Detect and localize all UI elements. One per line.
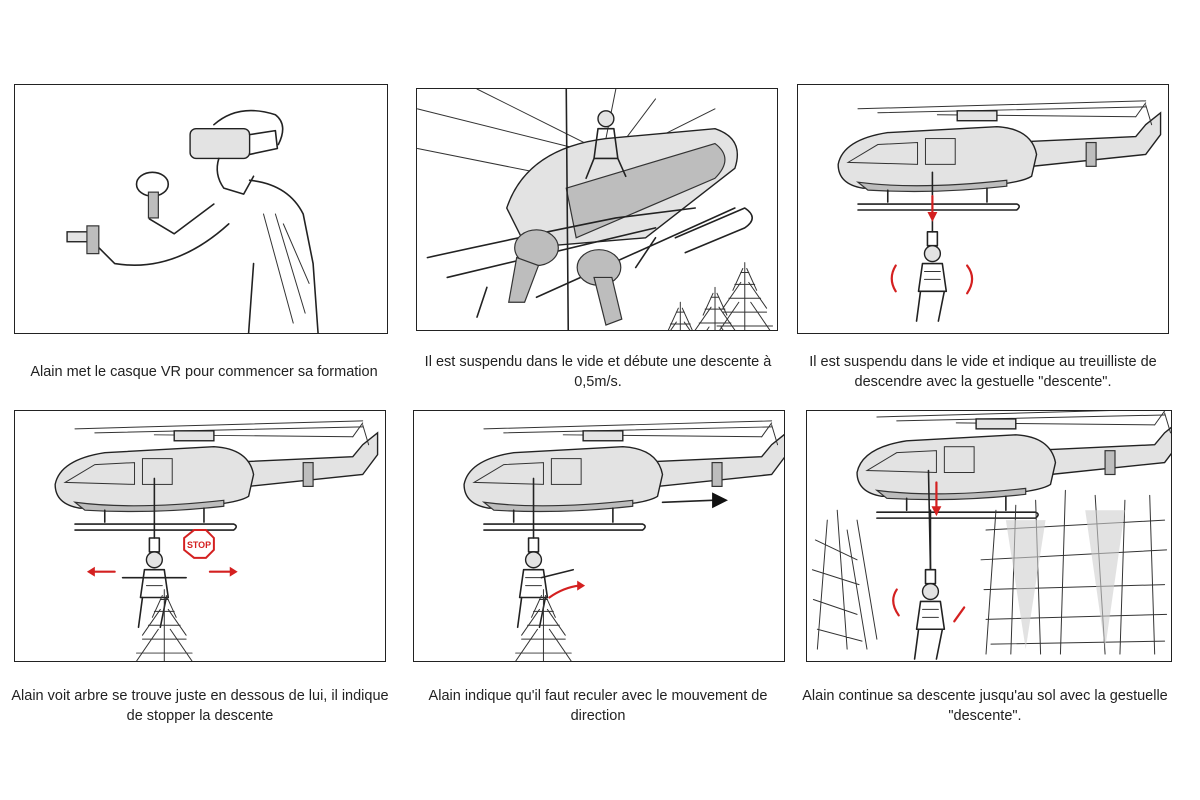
helicopter-icon <box>54 420 379 531</box>
panel-6-caption: Alain continue sa descente jusqu'au sol … <box>802 688 1168 724</box>
stop-gesture-scene: STOP <box>54 420 379 661</box>
arrow-icon-left <box>890 264 897 293</box>
panel-4-caption: Alain voit arbre se trouve juste en dess… <box>11 688 389 724</box>
storyboard-panel-4: STOP <box>14 410 386 662</box>
arrow-icon-right <box>966 264 974 295</box>
panel-5-caption: Alain indique qu'il faut reculer avec le… <box>428 688 768 724</box>
descent-gesture-scene <box>837 100 1162 322</box>
vr-headset-icon <box>189 109 284 160</box>
stop-sign-icon: STOP <box>183 529 215 559</box>
arrow-icon <box>548 584 581 599</box>
tree-icon <box>509 589 578 661</box>
vr-controller-icon-2 <box>66 225 100 255</box>
storyboard-panel-1 <box>14 84 388 334</box>
helicopter-icon <box>856 411 1171 519</box>
storyboard-panel-5 <box>413 410 785 662</box>
direction-arrow-icon <box>661 499 713 504</box>
helicopter-icon <box>463 420 784 531</box>
panel-2-caption: Il est suspendu dans le vide et débute u… <box>424 354 772 390</box>
helicopter-icon <box>426 127 753 318</box>
person-icon <box>585 110 627 180</box>
tree-icon-3 <box>646 301 715 330</box>
panel-3-caption: Il est suspendu dans le vide et indique … <box>809 354 1157 390</box>
reverse-gesture-scene <box>463 420 784 661</box>
final-descent-scene <box>811 411 1171 660</box>
vr-controller-icon <box>508 229 559 303</box>
storyboard-panel-3 <box>797 84 1169 334</box>
panel-1-caption: Alain met le casque VR pour commencer sa… <box>30 364 378 380</box>
tree-icon <box>710 262 777 330</box>
tree-icon <box>130 589 199 661</box>
storyboard-panel-6 <box>806 410 1172 662</box>
tree-icon-2 <box>680 286 750 330</box>
storyboard-panel-2 <box>416 88 778 331</box>
forest-right <box>980 489 1168 655</box>
vr-headset-scene <box>66 109 319 333</box>
person-icon <box>915 171 948 322</box>
arrow-icon-right <box>953 606 966 623</box>
vr-controller-icon-2 <box>576 249 623 326</box>
stop-sign-label: STOP <box>187 540 211 550</box>
forest-left <box>811 509 878 650</box>
helicopter-icon <box>837 100 1162 211</box>
arrow-icon-left <box>892 588 900 617</box>
helicopter-closeup-scene <box>417 89 777 330</box>
vr-controller-icon <box>135 171 170 219</box>
